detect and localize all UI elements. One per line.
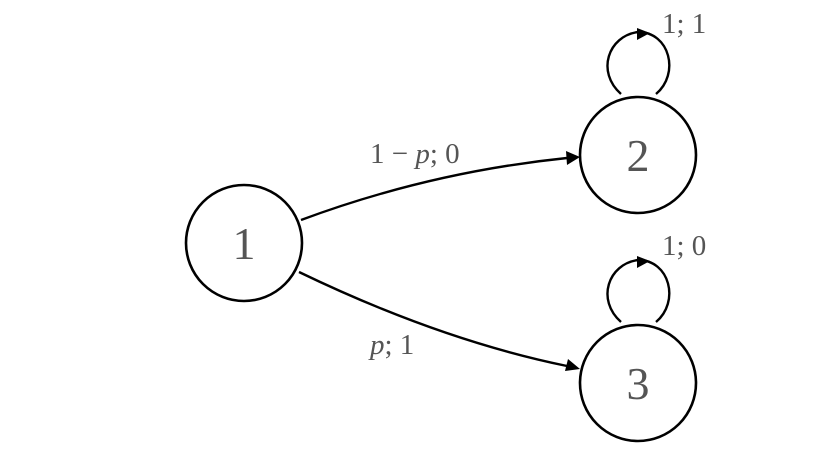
arrowhead-icon [637,28,650,40]
edge-1-to-3-path [298,270,568,368]
edge-1-to-3-label-post: ; 1 [385,329,415,361]
state-3-circle [578,323,698,443]
edge-1-to-2-path [300,156,568,222]
edge-1-to-2-label-var: p [413,138,430,170]
edge-1-to-3-label: p; 1 [368,329,414,361]
self-loop-2-path [606,30,671,95]
arrowhead-icon [565,359,580,371]
state-2-circle [578,95,698,215]
self-loop-3 [606,256,671,323]
state-2: 2 [578,95,698,215]
self-loop-3-label: 1; 0 [662,230,706,262]
self-loop-3-path [606,258,671,323]
state-3: 3 [578,323,698,443]
state-1-label: 1 [233,218,256,269]
state-1: 1 [184,183,304,303]
state-2-label: 2 [627,130,650,181]
self-loop-2-label: 1; 1 [662,8,706,40]
state-3-label: 3 [627,358,650,409]
arrowhead-icon [637,256,650,268]
edge-1-to-3 [298,270,580,371]
edge-1-to-2-label-pre: 1 − [370,138,415,170]
edge-1-to-2-label-post: ; 0 [430,138,460,170]
edge-1-to-2-label: 1 − p; 0 [370,138,460,170]
edge-1-to-3-label-var: p [368,329,385,361]
self-loop-2 [606,28,671,95]
arrowhead-icon [566,151,580,165]
edge-1-to-2 [300,151,580,222]
state-1-circle [184,183,304,303]
